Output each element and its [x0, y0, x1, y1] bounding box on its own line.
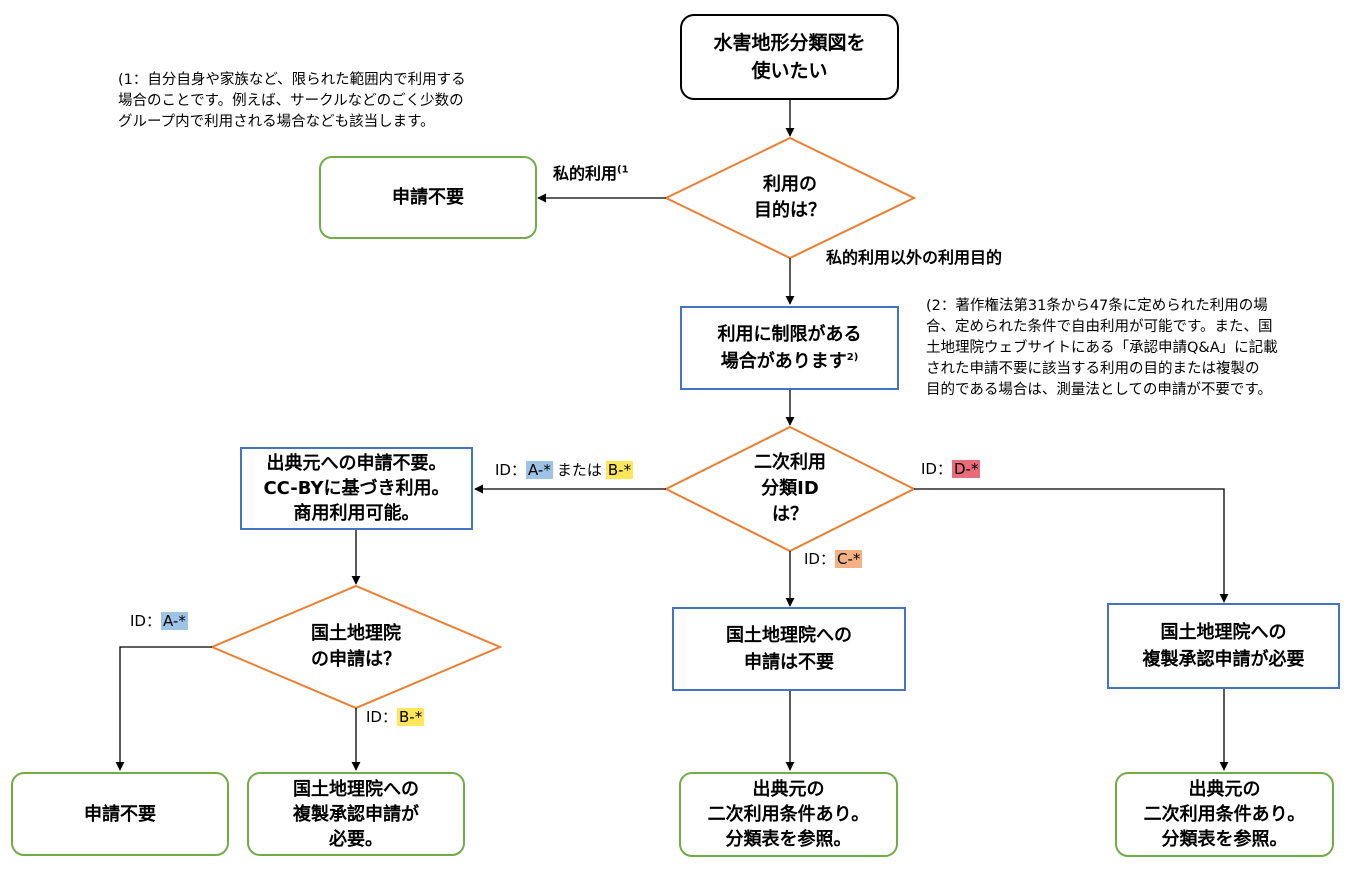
footnote-1: (1：自分自身や家族など、限られた範囲内で利用する 場合のことです。例えば、サー… [118, 70, 466, 133]
id-c-badge: C-* [834, 550, 863, 568]
gsi-required-line2-bold: 必要 [1268, 649, 1305, 670]
decision-id-label: 二次利用 分類ID は？ [700, 450, 880, 528]
gsi-not-required-line2-pre: 申請は [744, 652, 798, 673]
source-conditions-c-line3: 分類表を参照。 [725, 829, 852, 850]
footnote-1-line1: (1：自分自身や家族など、限られた範囲内で利用する [118, 72, 466, 88]
restricted-node: 利用に制限がある 場合があります2) [680, 306, 899, 390]
ccby-node: 出典元への申請不要。 CC-BYに基づき利用。 商用利用可能。 [240, 447, 473, 530]
start-node: 水害地形分類図を 使いたい [680, 14, 899, 100]
source-conditions-d-line2: 二次利用条件あり。 [1143, 804, 1306, 825]
footnote-2: (2：著作権法第31条から47条に定められた利用の場 合、定められた条件で自由利… [926, 296, 1278, 401]
id-prefix-ab: ID： [495, 461, 526, 479]
footnote-2-line2: 合、定められた条件で自由利用が可能です。また、国 [926, 319, 1273, 335]
ccby-line2-bold: CC-BY [263, 478, 324, 499]
decision-gsi-label: 国土地理院 の申請は？ [266, 621, 446, 673]
id-a-badge-2: A-* [160, 612, 188, 630]
source-conditions-c-line1: 出典元の [752, 779, 825, 800]
connector-gsi-a [115, 646, 212, 771]
footnote-2-line3: 土地理院ウェブサイトにある「承認申請Q&A」に記載 [926, 340, 1278, 356]
footnote-1-line2: 場合のことです。例えば、サークルなどのごく少数の [118, 93, 464, 109]
other-purpose-label: 私的利用以外の利用目的 [826, 248, 1003, 267]
id-prefix-d: ID： [921, 460, 952, 478]
decision-gsi-line1: 国土地理院 [311, 623, 401, 644]
decision-id-line1: 二次利用 [754, 452, 826, 473]
decision-id-line2: 分類ID [761, 478, 819, 499]
gsi-required-line2-pre: 複製承認申請が [1142, 649, 1269, 670]
restricted-line2: 場合があります2) [721, 348, 859, 375]
footnote-1-line3: グループ内で利用される場合なども該当します。 [118, 114, 435, 130]
private-use-text: 私的利用 [553, 164, 618, 183]
id-prefix-c: ID： [804, 550, 835, 568]
gsi-not-required-node: 国土地理院への 申請は不要 [672, 607, 906, 691]
decision-purpose-label: 利用の 目的は？ [700, 172, 880, 224]
no-application-top-node: 申請不要 [319, 156, 537, 239]
start-line1: 水害地形分類図を [713, 32, 866, 54]
restricted-line1: 利用に制限がある [717, 324, 862, 345]
decision-id-line3: は？ [772, 504, 808, 525]
gsi-not-required-line2: 申請は不要 [744, 649, 834, 676]
ccby-line2: CC-BYに基づき利用。 [263, 476, 449, 501]
private-use-sup: (1 [617, 164, 629, 176]
restricted-sup: 2) [846, 352, 859, 363]
source-conditions-d-line1: 出典元の [1188, 779, 1261, 800]
no-application-top-text: 申請不要 [392, 187, 464, 208]
decision-purpose-line1: 利用の [763, 174, 817, 195]
restricted-line2-text: 場合があります [720, 351, 847, 372]
id-a-badge: A-* [525, 461, 553, 479]
no-application-bottom-node: 申請不要 [11, 772, 229, 856]
or-text: または [556, 461, 602, 479]
gsi-required-line1: 国土地理院への [1160, 622, 1287, 643]
id-b-badge: B-* [605, 461, 634, 479]
gsi-not-required-line2-bold: 不要 [798, 652, 834, 673]
footnote-2-line1: (2：著作権法第31条から47条に定められた利用の場 [926, 298, 1268, 314]
decision-gsi-line2: の申請は？ [311, 649, 401, 670]
id-c-label: ID：C-* [804, 549, 863, 569]
no-application-bottom-text: 申請不要 [84, 803, 156, 825]
gsi-required-small-node: 国土地理院への 複製承認申請が 必要。 [247, 772, 465, 856]
connector-id-d [914, 488, 1229, 603]
id-d-badge: D-* [951, 460, 981, 478]
decision-purpose-line2: 目的は？ [754, 200, 826, 221]
id-b-badge-2: B-* [396, 708, 425, 726]
id-prefix-a: ID： [130, 612, 161, 630]
start-line2: 使いたい [751, 60, 828, 82]
private-use-label: 私的利用(1 [553, 164, 629, 184]
source-conditions-d-line3: 分類表を参照。 [1161, 829, 1288, 850]
gsi-required-small-line3: 必要。 [329, 828, 383, 850]
id-b-label: ID：B-* [366, 707, 425, 727]
ccby-line3: 商用利用可能。 [293, 503, 420, 524]
id-a-label: ID：A-* [130, 611, 188, 631]
footnote-2-line4: された申請不要に該当する利用の目的または複製の [926, 361, 1260, 377]
gsi-required-node: 国土地理院への 複製承認申請が必要 [1107, 603, 1340, 689]
id-d-label: ID：D-* [921, 459, 981, 479]
ccby-line2-rest: に基づき利用。 [323, 478, 450, 499]
source-conditions-c-node: 出典元の 二次利用条件あり。 分類表を参照。 [679, 772, 898, 857]
id-prefix-b: ID： [366, 708, 397, 726]
source-conditions-c-line2: 二次利用条件あり。 [707, 804, 870, 825]
gsi-required-small-line1: 国土地理院への [293, 778, 419, 800]
footnote-2-line5: 目的である場合は、測量法としての申請が不要です。 [926, 382, 1272, 398]
gsi-not-required-line1: 国土地理院への [726, 625, 852, 646]
gsi-required-small-line2: 複製承認申請が [293, 803, 419, 825]
ccby-line1: 出典元への申請不要。 [266, 453, 447, 474]
source-conditions-d-node: 出典元の 二次利用条件あり。 分類表を参照。 [1115, 772, 1334, 857]
gsi-required-line2: 複製承認申請が必要 [1143, 646, 1305, 673]
